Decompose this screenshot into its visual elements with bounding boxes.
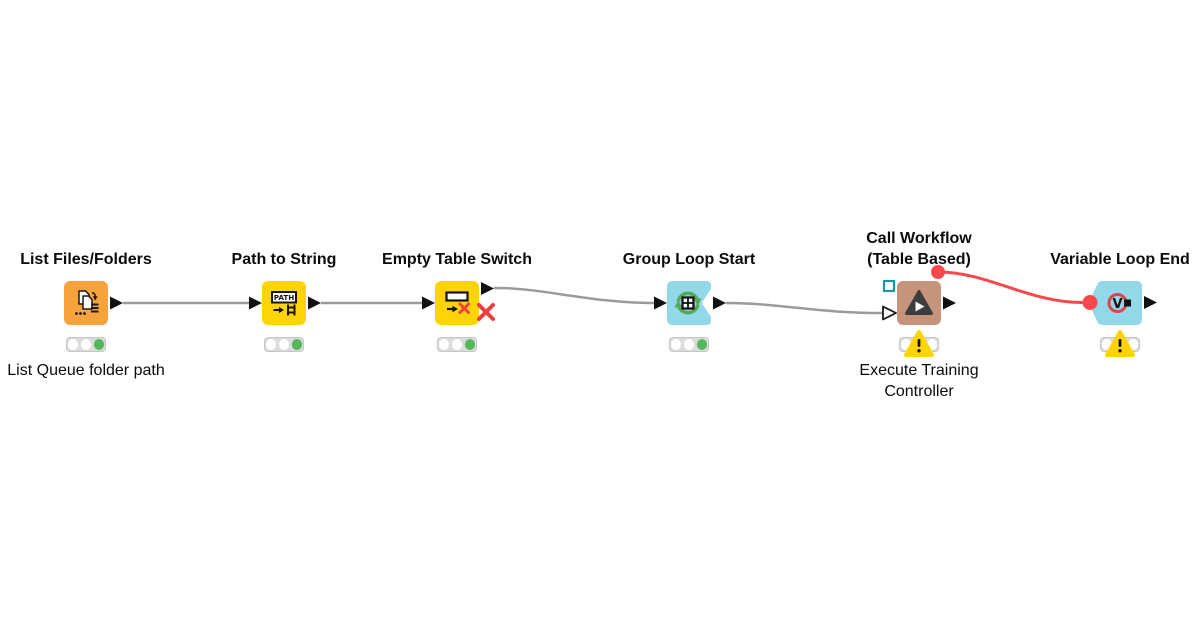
status-dot (438, 339, 450, 350)
node-title: List Files/Folders (20, 251, 152, 268)
node-title: Call Workflow (Table Based) (866, 230, 972, 268)
connection-empty-table-switch-to-group-loop-start[interactable] (493, 286, 655, 305)
node-body-variable-loop-end[interactable]: V (1088, 281, 1142, 325)
optional-workflow-input-port[interactable] (882, 279, 896, 293)
input-port-data[interactable] (654, 296, 667, 310)
status-dot (265, 339, 277, 350)
status-dot (1101, 339, 1113, 350)
node-annotation: Execute Training Controller (859, 362, 979, 400)
path-icon-text: PATH (274, 293, 295, 302)
status-dot-green (291, 339, 303, 350)
status-dot (1127, 339, 1139, 350)
status-dot (67, 339, 79, 350)
status-dot (683, 339, 695, 350)
optional-input-port-data[interactable] (882, 305, 897, 321)
path-to-string-icon: PATH (271, 291, 297, 316)
node-body-path-to-string[interactable]: PATH (262, 281, 306, 325)
status-dot-green (696, 339, 708, 350)
node-annotation: List Queue folder path (7, 362, 165, 379)
call-workflow-icon (905, 290, 933, 315)
group-loop-start-icon (674, 291, 702, 315)
status-dot-green (93, 339, 105, 350)
status-dot (926, 339, 938, 350)
output-port-data[interactable] (1144, 296, 1157, 309)
status-dot-green (464, 339, 476, 350)
loop-end-shape (1089, 281, 1142, 325)
input-port-data[interactable] (249, 296, 262, 310)
status-dot (451, 339, 463, 350)
output-port-active[interactable] (481, 282, 494, 295)
files-folders-icon (75, 290, 99, 315)
node-body-empty-table-switch[interactable] (435, 281, 479, 325)
status-traffic-light (437, 337, 477, 352)
node-body-group-loop-start[interactable] (667, 281, 711, 325)
input-port-data[interactable] (422, 296, 435, 310)
status-dot (80, 339, 92, 350)
variable-loop-end-icon: V (1107, 293, 1131, 313)
empty-table-switch-icon (445, 291, 470, 314)
connection-flow-variable-call-workflow-to-variable-loop-end[interactable] (937, 270, 1084, 304)
status-traffic-light (264, 337, 304, 352)
node-title: Group Loop Start (622, 251, 756, 268)
connection-group-loop-start-to-call-workflow[interactable] (725, 301, 885, 315)
node-body-call-workflow[interactable] (897, 281, 941, 325)
node-title: Path to String (231, 251, 337, 268)
status-dot (278, 339, 290, 350)
node-title: Empty Table Switch (382, 251, 532, 268)
output-port-data[interactable] (713, 296, 726, 310)
output-port-data[interactable] (308, 296, 321, 310)
status-traffic-light (66, 337, 106, 352)
warning-icon (904, 330, 934, 357)
status-dot (670, 339, 682, 350)
output-port-data[interactable] (943, 296, 956, 310)
status-dot (900, 339, 912, 350)
status-traffic-light (669, 337, 709, 352)
node-title: Variable Loop End (1050, 251, 1190, 268)
variable-icon-text: V (1112, 297, 1122, 312)
warning-icon (1105, 330, 1135, 357)
node-body-list-files-folders[interactable] (64, 281, 108, 325)
output-port-data[interactable] (110, 296, 123, 310)
inactive-port-x-icon (477, 303, 495, 321)
